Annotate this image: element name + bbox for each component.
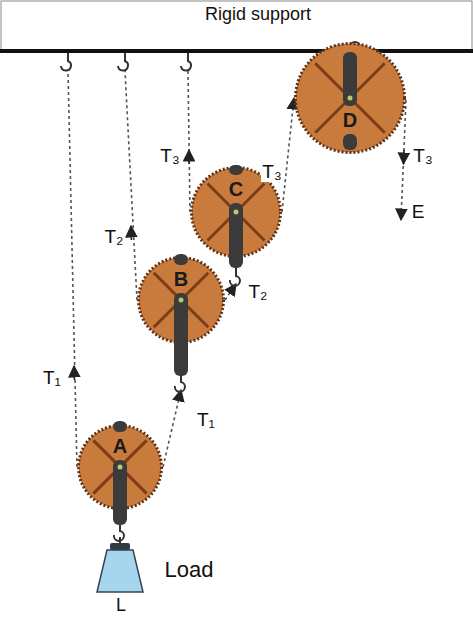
- load-label: Load: [164, 558, 215, 582]
- pulley: D: [294, 42, 406, 154]
- tension-label: T₃: [261, 162, 282, 183]
- pulley-letter: A: [113, 436, 127, 456]
- support-label: Rigid support: [204, 5, 312, 25]
- load-weight: [97, 537, 143, 592]
- rigid-support: [0, 49, 473, 53]
- pulley: B: [137, 256, 225, 344]
- tension-label: T₂: [104, 227, 125, 248]
- pulley-letter: B: [174, 269, 188, 289]
- tension-label: T₁: [42, 368, 62, 389]
- tension-label: T₃: [159, 146, 180, 167]
- effort-label: E: [411, 202, 426, 223]
- load-letter: L: [115, 596, 127, 616]
- rope-connector: [163, 390, 181, 467]
- rope-connector: [282, 98, 294, 212]
- tension-label: T₂: [248, 282, 269, 303]
- tension-arrows: [74, 150, 404, 380]
- pulley-letter: C: [229, 179, 243, 199]
- tension-label: T₁: [196, 410, 216, 431]
- pulley-shape: [294, 42, 406, 154]
- support-frame: [1, 1, 472, 50]
- pulley: A: [77, 424, 163, 510]
- tension-label: T₃: [412, 146, 433, 167]
- pulley-letter: D: [343, 110, 357, 130]
